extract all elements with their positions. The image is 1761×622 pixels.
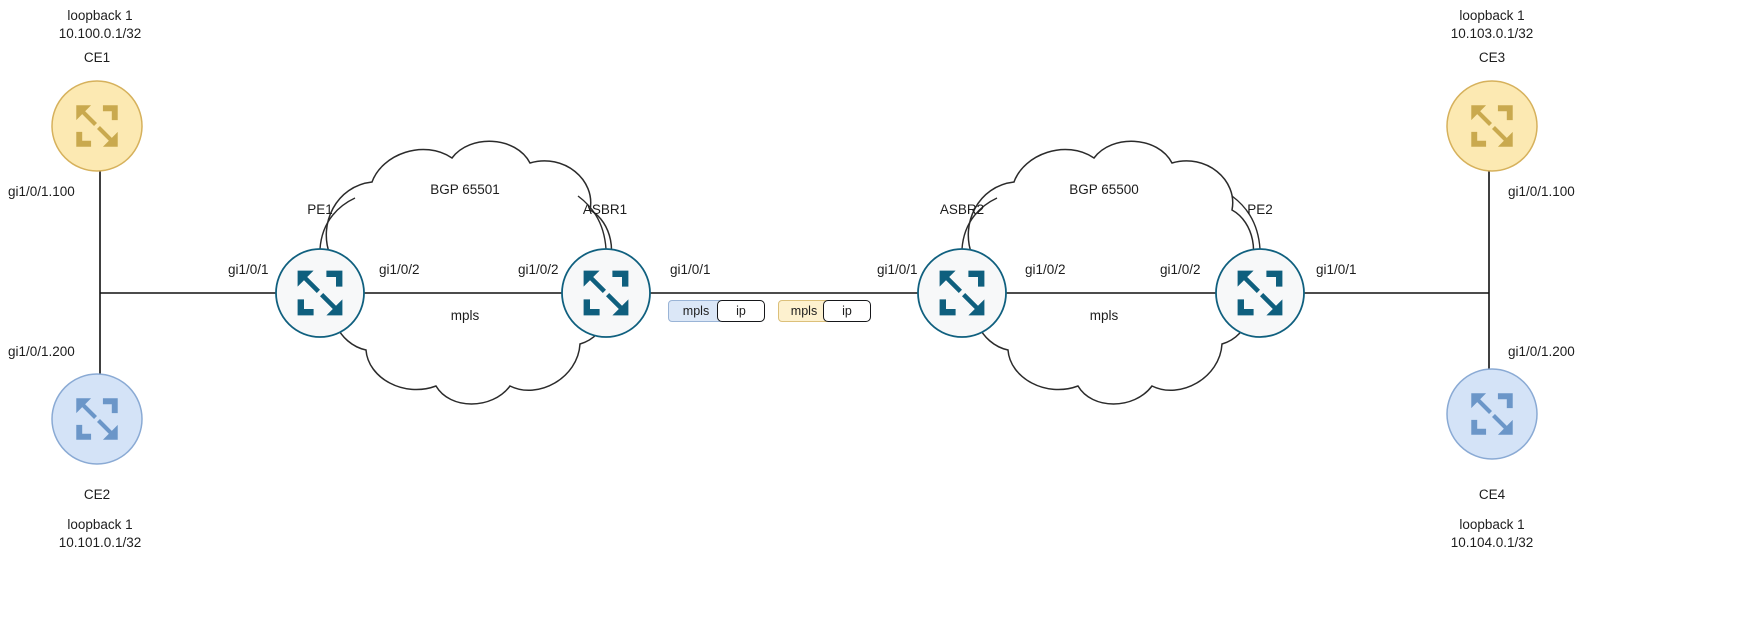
- packet-yellow[interactable]: mpls ip: [778, 300, 871, 322]
- ce4-loopback-title: loopback 1: [1459, 517, 1525, 532]
- ce3-loopback-title: loopback 1: [1459, 8, 1525, 23]
- iface-ce4-up: gi1/0/1.200: [1508, 344, 1575, 359]
- stem-pe1-cloud: [319, 197, 356, 250]
- node-asbr2[interactable]: [917, 248, 1007, 338]
- cloud-sublabel-mpls-left: mpls: [450, 308, 480, 323]
- stem-asbr2-cloud: [961, 197, 998, 250]
- iface-pe2-right: gi1/0/1: [1316, 262, 1357, 277]
- cloud-label-bgp-65501: BGP 65501: [430, 182, 500, 197]
- ce4-loopback-addr: 10.104.0.1/32: [1450, 535, 1534, 550]
- node-asbr1[interactable]: [561, 248, 651, 338]
- packet-blue[interactable]: mpls ip: [668, 300, 765, 322]
- cloud-sublabel-mpls-right: mpls: [1089, 308, 1119, 323]
- ce2-loopback-addr: 10.101.0.1/32: [58, 535, 142, 550]
- ce4-node-label: CE4: [1478, 487, 1506, 502]
- node-ce4[interactable]: [1446, 368, 1538, 460]
- iface-asbr2-left: gi1/0/1: [877, 262, 918, 277]
- iface-pe2-left: gi1/0/2: [1160, 262, 1201, 277]
- packet-yellow-ip-label: ip: [823, 300, 871, 322]
- ce2-loopback-title: loopback 1: [67, 517, 133, 532]
- asbr1-node-label: ASBR1: [582, 202, 628, 217]
- iface-ce3-down: gi1/0/1.100: [1508, 184, 1575, 199]
- ce1-node-label: CE1: [83, 50, 111, 65]
- pe2-node-label: PE2: [1247, 202, 1273, 217]
- iface-asbr1-right: gi1/0/1: [670, 262, 711, 277]
- ce1-loopback-title: loopback 1: [67, 8, 133, 23]
- stem-asbr1-cloud: [577, 195, 607, 250]
- iface-ce1-down: gi1/0/1.100: [8, 184, 75, 199]
- cloud-label-bgp-65500: BGP 65500: [1069, 182, 1139, 197]
- iface-pe1-left: gi1/0/1: [228, 262, 269, 277]
- ce3-node-label: CE3: [1478, 50, 1506, 65]
- node-pe2[interactable]: [1215, 248, 1305, 338]
- packet-blue-ip-label: ip: [717, 300, 765, 322]
- node-pe1[interactable]: [275, 248, 365, 338]
- node-ce1[interactable]: [51, 80, 143, 172]
- ce2-node-label: CE2: [83, 487, 111, 502]
- packet-blue-mpls-label: mpls: [668, 300, 724, 322]
- node-ce2[interactable]: [51, 373, 143, 465]
- iface-ce2-up: gi1/0/1.200: [8, 344, 75, 359]
- asbr2-node-label: ASBR2: [939, 202, 985, 217]
- ce1-loopback-addr: 10.100.0.1/32: [58, 26, 142, 41]
- pe1-node-label: PE1: [307, 202, 333, 217]
- ce3-loopback-addr: 10.103.0.1/32: [1450, 26, 1534, 41]
- iface-pe1-right: gi1/0/2: [379, 262, 420, 277]
- stem-pe2-cloud: [1231, 195, 1261, 250]
- iface-asbr1-left: gi1/0/2: [518, 262, 559, 277]
- packet-yellow-mpls-label: mpls: [778, 300, 830, 322]
- node-ce3[interactable]: [1446, 80, 1538, 172]
- iface-asbr2-right: gi1/0/2: [1025, 262, 1066, 277]
